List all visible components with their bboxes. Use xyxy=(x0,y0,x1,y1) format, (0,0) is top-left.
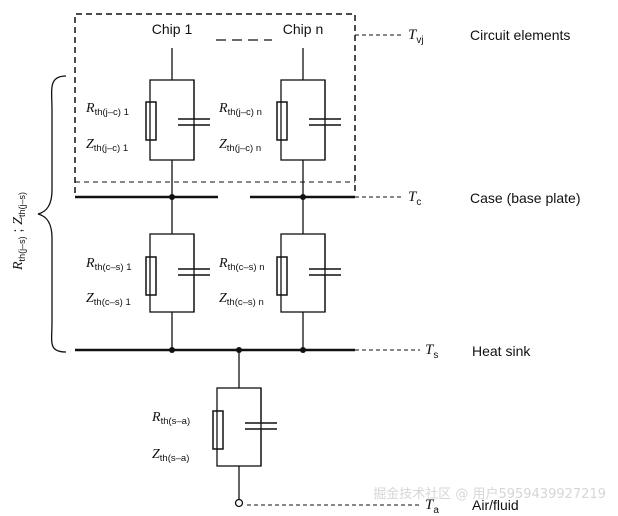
label-zth-cs-1: Zth(c–s) 1 xyxy=(86,291,131,308)
label-zth-cs-n: Zth(c–s) n xyxy=(219,291,264,308)
layer-label-air: Air/fluid xyxy=(472,497,519,513)
tvj-label: Tvj xyxy=(408,27,424,46)
label-zth-jc-n: Zth(j–c) n xyxy=(219,137,261,154)
brace-label: Rth(j–s) ; Zth(j–s) xyxy=(9,192,27,271)
sink-node-1 xyxy=(169,347,175,353)
ts-label: Ts xyxy=(425,342,438,361)
layer-label-circuit: Circuit elements xyxy=(470,27,570,43)
label-rth-sa: Rth(s–a) xyxy=(151,410,190,427)
layer-label-heatsink: Heat sink xyxy=(472,343,531,359)
chip-boundary xyxy=(74,13,356,193)
rc-cell-sa xyxy=(212,350,277,500)
sink-node-n xyxy=(300,347,306,353)
rc-cell-cs-1 xyxy=(145,197,210,350)
resistor-cs-n xyxy=(276,256,288,296)
watermark: 掘金技术社区 @ 用户5959439927219 xyxy=(373,486,606,502)
label-rth-jc-1: Rth(j–c) 1 xyxy=(85,101,129,118)
label-rth-cs-n: Rth(c–s) n xyxy=(218,256,265,273)
rc-cell-cs-n xyxy=(276,197,341,350)
resistor-sa xyxy=(212,410,224,450)
tc-label: Tc xyxy=(408,189,421,208)
resistor-jc-1 xyxy=(145,101,157,141)
chip-n-label: Chip n xyxy=(283,21,323,37)
label-rth-cs-1: Rth(c–s) 1 xyxy=(85,256,132,273)
chip-1-label: Chip 1 xyxy=(152,21,193,37)
resistor-cs-1 xyxy=(145,256,157,296)
rc-cell-jc-n xyxy=(276,48,341,197)
layer-label-case: Case (base plate) xyxy=(470,190,581,206)
temperature-leaders xyxy=(247,34,420,506)
label-zth-jc-1: Zth(j–c) 1 xyxy=(86,137,128,154)
resistor-jc-n xyxy=(276,101,288,141)
label-rth-jc-n: Rth(j–c) n xyxy=(218,101,262,118)
left-brace xyxy=(37,75,67,353)
label-zth-sa: Zth(s–a) xyxy=(152,447,189,464)
ta-label: Ta xyxy=(425,497,439,516)
ambient-terminal xyxy=(234,498,244,508)
rc-cell-jc-1 xyxy=(145,48,210,197)
